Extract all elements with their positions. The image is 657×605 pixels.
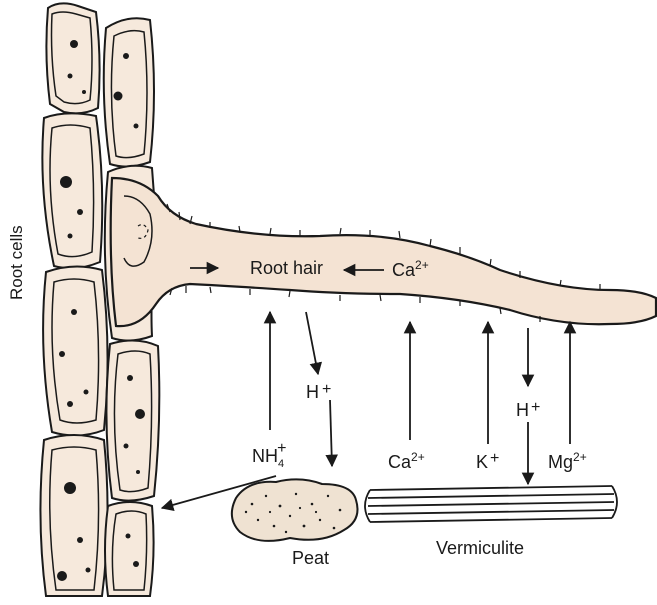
vermiculite-label: Vermiculite [436,538,524,558]
h-down-arrow-peat-2 [330,400,332,466]
h-upper-label: H+ [306,381,331,402]
h-right-label: H+ [516,399,540,420]
h-down-arrow-peat [306,312,318,374]
root-cells-label: Root cells [7,225,26,300]
root-hair [111,178,656,326]
k-label: K+ [476,450,499,472]
peat-label: Peat [292,548,329,568]
root-hair-label: Root hair [250,258,323,278]
vermiculite-layers [365,486,617,522]
peat-particle [232,479,358,540]
mg-label: Mg2+ [548,450,587,472]
ca-bottom-label: Ca2+ [388,450,425,472]
nh4-label: NH4+ [252,440,286,470]
